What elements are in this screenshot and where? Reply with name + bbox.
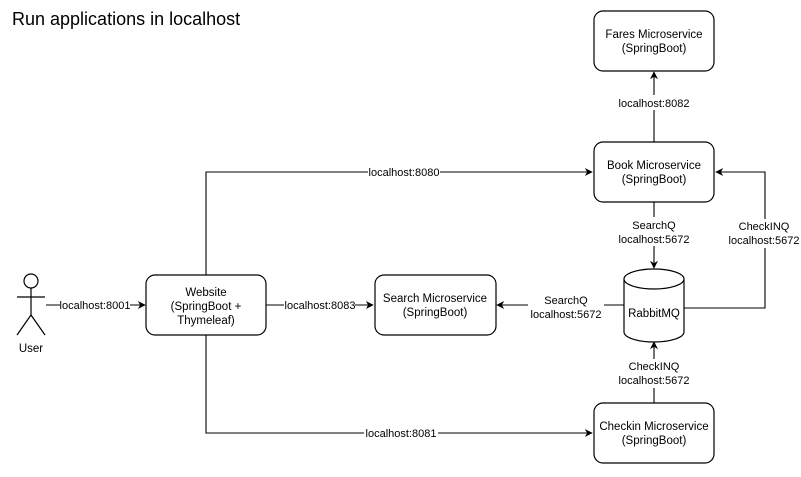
- rabbitmq-node: RabbitMQ: [623, 268, 685, 343]
- edge-label-text: localhost:8083: [285, 300, 356, 312]
- stick-figure-icon: [16, 273, 46, 336]
- edge-label-website-book: localhost:8080: [368, 164, 440, 179]
- edge-label-text: localhost:8080: [369, 167, 440, 179]
- user-label: User: [19, 343, 43, 355]
- checkin-microservice-node: Checkin Microservice (SpringBoot): [593, 402, 715, 464]
- edge-label-text: CheckINQ: [739, 221, 790, 233]
- fares-microservice-node: Fares Microservice (SpringBoot): [593, 10, 715, 72]
- edge-label-website-checkin: localhost:8081: [364, 425, 438, 440]
- edge-website-book: [205, 168, 593, 275]
- edge-label-text: localhost:8001: [60, 300, 131, 312]
- node-label: Website: [185, 287, 226, 299]
- edge-label-text: localhost:5672: [619, 375, 690, 387]
- node-label: (SpringBoot): [622, 43, 687, 55]
- node-label: (SpringBoot): [622, 174, 687, 186]
- edge-label-book-rabbitmq: SearchQ localhost:5672: [616, 217, 692, 246]
- edge-label-text: localhost:8082: [619, 98, 690, 110]
- node-label: (SpringBoot +: [171, 301, 242, 313]
- edge-label-text: localhost:5672: [729, 235, 800, 247]
- edge-label-checkin-rabbitmq: CheckINQ localhost:5672: [616, 359, 692, 388]
- node-label: RabbitMQ: [628, 308, 680, 320]
- node-label: Checkin Microservice: [599, 421, 708, 433]
- edge-label-text: localhost:5672: [619, 234, 690, 246]
- node-label: Fares Microservice: [605, 29, 702, 41]
- edge-label-website-search: localhost:8083: [284, 297, 355, 312]
- edge-label-rabbitmq-book: CheckINQ localhost:5672: [726, 219, 801, 248]
- edge-label-text: SearchQ: [632, 220, 676, 232]
- node-label: Search Microservice: [383, 293, 487, 305]
- edge-label-text: SearchQ: [544, 295, 588, 307]
- edge-label-rabbitmq-search: SearchQ localhost:5672: [528, 293, 604, 322]
- edge-label-book-fares: localhost:8082: [616, 95, 692, 110]
- edge-label-text: CheckINQ: [629, 361, 680, 373]
- node-label: Thymeleaf): [177, 315, 235, 327]
- edge-labels: localhost:8001 localhost:8083 localhost:…: [60, 95, 801, 440]
- node-label: (SpringBoot): [622, 435, 687, 447]
- diagram-title: Run applications in localhost: [12, 9, 240, 29]
- edge-label-text: localhost:8081: [366, 428, 437, 440]
- node-label: Book Microservice: [607, 160, 701, 172]
- edge-website-checkin: [205, 335, 593, 437]
- search-microservice-node: Search Microservice (SpringBoot): [374, 274, 497, 336]
- user-actor: User: [16, 273, 46, 355]
- node-label: (SpringBoot): [403, 307, 468, 319]
- book-microservice-node: Book Microservice (SpringBoot): [593, 141, 715, 203]
- edge-label-text: localhost:5672: [531, 309, 602, 321]
- website-node: Website (SpringBoot + Thymeleaf): [145, 274, 267, 336]
- edge-label-user-website: localhost:8001: [60, 297, 131, 312]
- database-cylinder-icon: [623, 268, 685, 343]
